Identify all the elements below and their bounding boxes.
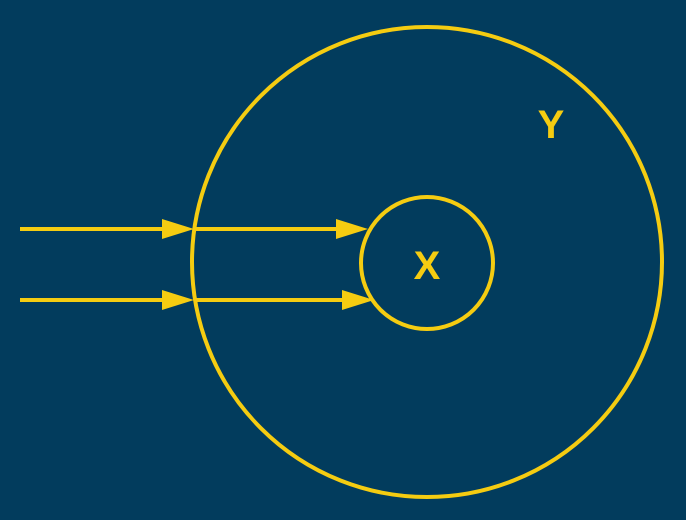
lower-arrow <box>20 290 374 310</box>
inner-circle-x <box>359 195 495 331</box>
label-x: X <box>414 244 441 288</box>
outer-circle-y <box>190 25 664 499</box>
label-y: Y <box>538 103 565 147</box>
upper-arrow <box>20 219 368 239</box>
